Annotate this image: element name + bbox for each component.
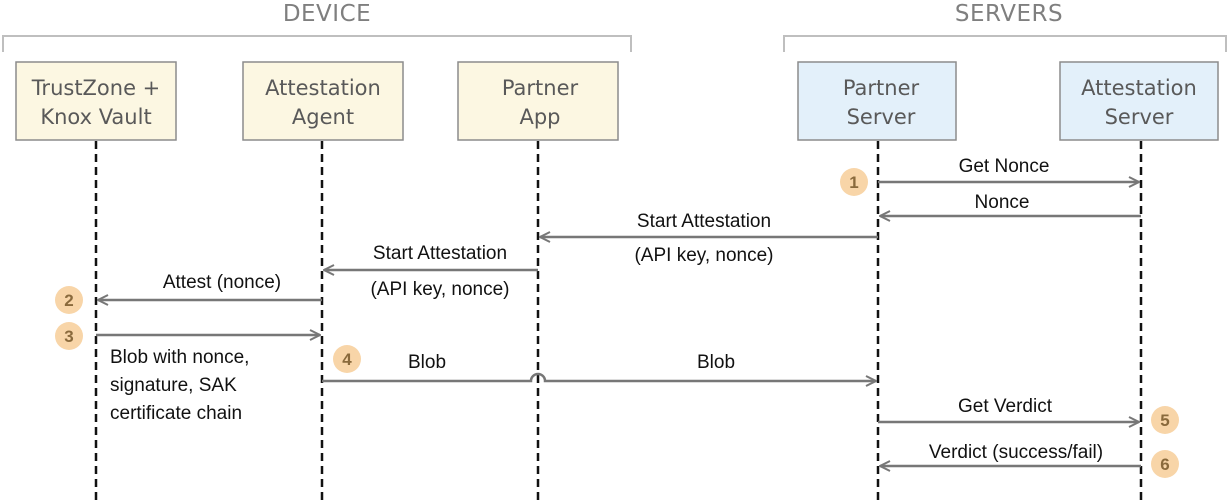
actor-partner-app-line1: Partner (502, 76, 579, 100)
actor-trustzone-line2: Knox Vault (40, 105, 151, 129)
msg-blob-contents-line2: signature, SAK (110, 375, 237, 396)
servers-group-label: SERVERS (955, 1, 1063, 27)
step-badge-2: 2 (55, 286, 83, 314)
step-badge-2-number: 2 (64, 291, 73, 310)
actor-partner-app: Partner App (457, 61, 619, 141)
device-group-label: DEVICE (283, 1, 371, 27)
step-badge-5: 5 (1151, 406, 1179, 434)
step-badge-6-number: 6 (1160, 455, 1169, 474)
actor-trustzone-line1: TrustZone + (31, 76, 161, 100)
msg-start-attestation-app-label: Start Attestation (373, 243, 507, 264)
step-badge-3: 3 (55, 322, 83, 350)
msg-get-verdict-label: Get Verdict (958, 396, 1053, 417)
step-badge-6: 6 (1151, 450, 1179, 478)
actor-trustzone: TrustZone + Knox Vault (15, 61, 177, 141)
msg-verdict-label: Verdict (success/fail) (929, 442, 1103, 463)
msg-start-attestation-app-params: (API key, nonce) (370, 279, 509, 300)
servers-group: SERVERS (783, 1, 1227, 52)
actor-attestation-server-line1: Attestation (1081, 76, 1197, 100)
step-badge-1-number: 1 (849, 173, 858, 192)
actor-attestation-server-line2: Server (1105, 105, 1174, 129)
device-group: DEVICE (2, 1, 632, 52)
msg-blob-server-label: Blob (697, 352, 735, 373)
step-badge-4-number: 4 (342, 350, 352, 369)
msg-blob-contents-line3: certificate chain (110, 403, 242, 424)
actor-attestation-agent-line1: Attestation (265, 76, 381, 100)
actor-attestation-agent: Attestation Agent (242, 61, 404, 141)
actor-attestation-server: Attestation Server (1059, 61, 1219, 141)
lifelines (94, 141, 1143, 500)
actor-attestation-agent-line2: Agent (292, 105, 354, 129)
arrow-blob-agent-to-server (322, 372, 876, 381)
msg-nonce-label: Nonce (975, 192, 1030, 213)
actor-partner-server: Partner Server (797, 61, 957, 141)
step-badge-3-number: 3 (64, 327, 73, 346)
msg-start-attestation-server-label: Start Attestation (637, 211, 771, 232)
msg-blob-contents-line1: Blob with nonce, (110, 347, 249, 368)
msg-attest-nonce-label: Attest (nonce) (163, 272, 281, 293)
step-badge-1: 1 (840, 168, 868, 196)
msg-blob-agent-label: Blob (408, 352, 446, 373)
actor-partner-app-line2: App (519, 105, 560, 129)
step-badge-5-number: 5 (1160, 411, 1169, 430)
actor-partner-server-line1: Partner (843, 76, 920, 100)
actor-partner-server-line2: Server (847, 105, 916, 129)
msg-start-attestation-server-params: (API key, nonce) (634, 245, 773, 266)
step-badge-4: 4 (333, 345, 361, 373)
msg-get-nonce-label: Get Nonce (959, 156, 1050, 177)
